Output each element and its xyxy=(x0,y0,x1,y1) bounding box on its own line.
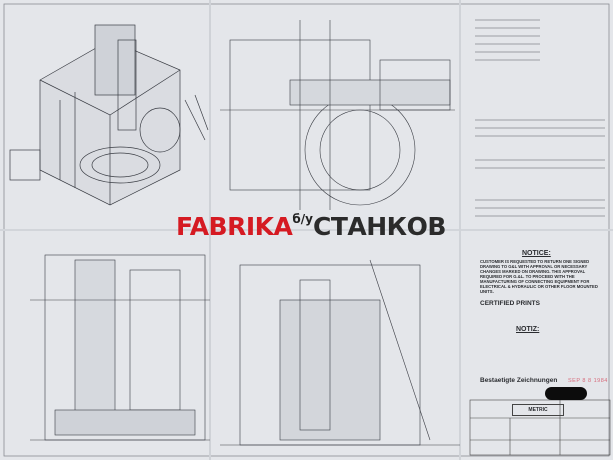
isometric-machine-view xyxy=(9,24,209,206)
watermark-superscript: б/у xyxy=(292,212,313,226)
notiz-title: NOTIZ: xyxy=(516,326,540,333)
side-elevation-view xyxy=(220,259,460,446)
redaction-mark xyxy=(545,387,587,400)
metric-label: METRIC xyxy=(512,404,564,416)
watermark-brand-dark: СТАНКОВ xyxy=(312,212,446,241)
front-elevation-view xyxy=(30,254,210,441)
title-block xyxy=(469,399,611,456)
bestaetigte-label: Bestaetigte Zeichnungen xyxy=(480,377,558,384)
date-stamp: SEP 8 8 1984 xyxy=(568,378,608,384)
certified-prints-label: CERTIFIED PRINTS xyxy=(480,300,540,307)
watermark-brand-red: FABRIKA xyxy=(176,212,293,241)
plan-view xyxy=(220,20,455,210)
notice-title: NOTICE: xyxy=(522,250,551,257)
spec-text-blocks xyxy=(475,19,605,217)
watermark-logo: FABRIKAб/уСТАНКОВ xyxy=(176,212,446,241)
notice-text: Customer is requested to return one sign… xyxy=(480,259,598,294)
